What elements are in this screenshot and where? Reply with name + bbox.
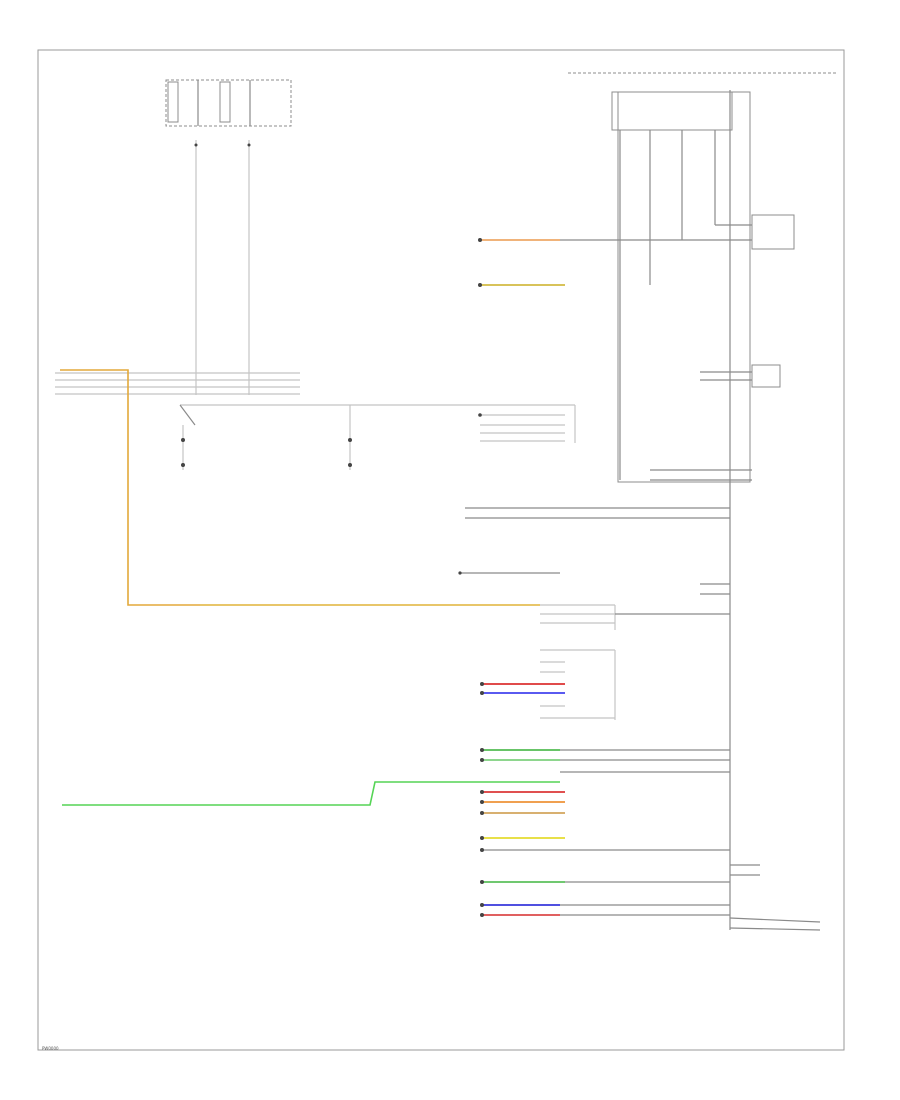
fuse-block-top-left [165,79,292,127]
fuse-block-top-right [611,91,752,480]
left-connector [55,372,300,395]
signal-rows-upper [478,413,565,442]
right-relay-box-2 [751,364,781,388]
diagram-frame [37,49,845,1051]
right-relay-box-1 [751,214,795,250]
wire-green-long [62,781,560,806]
control-module-box [617,91,751,483]
junction-bracket-upper [540,583,730,630]
footer-code: PW0000 [42,1046,59,1051]
junction-bracket-lower [540,649,616,720]
